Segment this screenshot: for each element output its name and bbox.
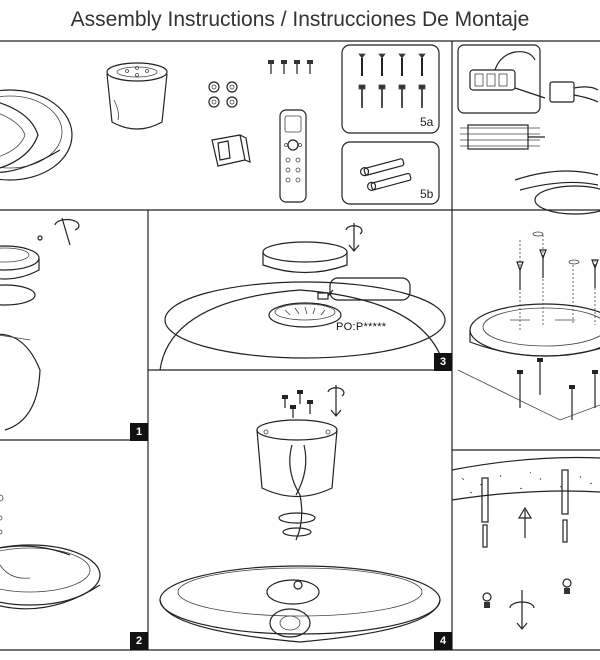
kit-label-5b: 5b xyxy=(420,187,434,201)
small-screws-illustration xyxy=(268,60,313,74)
step-3-illustration xyxy=(159,223,446,371)
page-title: Assembly Instructions / Instrucciones De… xyxy=(70,8,530,31)
step-3-badge: 3 xyxy=(434,353,452,371)
hardware-kit-5a xyxy=(341,44,440,134)
serial-number-callout: PO:P***** xyxy=(336,321,387,333)
assembly-diagram xyxy=(0,40,600,651)
panel-borders xyxy=(0,40,600,651)
step-2-badge: 2 xyxy=(130,632,148,650)
step-4-illustration xyxy=(159,385,441,643)
kit-label-5a: 5a xyxy=(420,115,434,129)
step-1-illustration xyxy=(0,217,80,431)
ceiling-plate-illustration xyxy=(457,231,600,421)
mounting-bracket-illustration xyxy=(211,134,251,167)
wall-anchor-illustration xyxy=(451,456,600,630)
step-4-badge: 4 xyxy=(434,632,452,650)
remote-control-illustration xyxy=(279,109,307,203)
wiring-connector-illustration xyxy=(457,44,600,215)
fan-body-partial-illustration xyxy=(0,89,73,181)
step-2-illustration xyxy=(0,494,101,610)
instruction-sheet: 5a 5b PO:P***** 1 2 3 4 xyxy=(0,40,600,655)
washers-illustration xyxy=(208,81,238,108)
step-1-badge: 1 xyxy=(130,423,148,441)
canopy-cup-illustration xyxy=(106,62,168,130)
hardware-kit-5b xyxy=(341,141,440,205)
